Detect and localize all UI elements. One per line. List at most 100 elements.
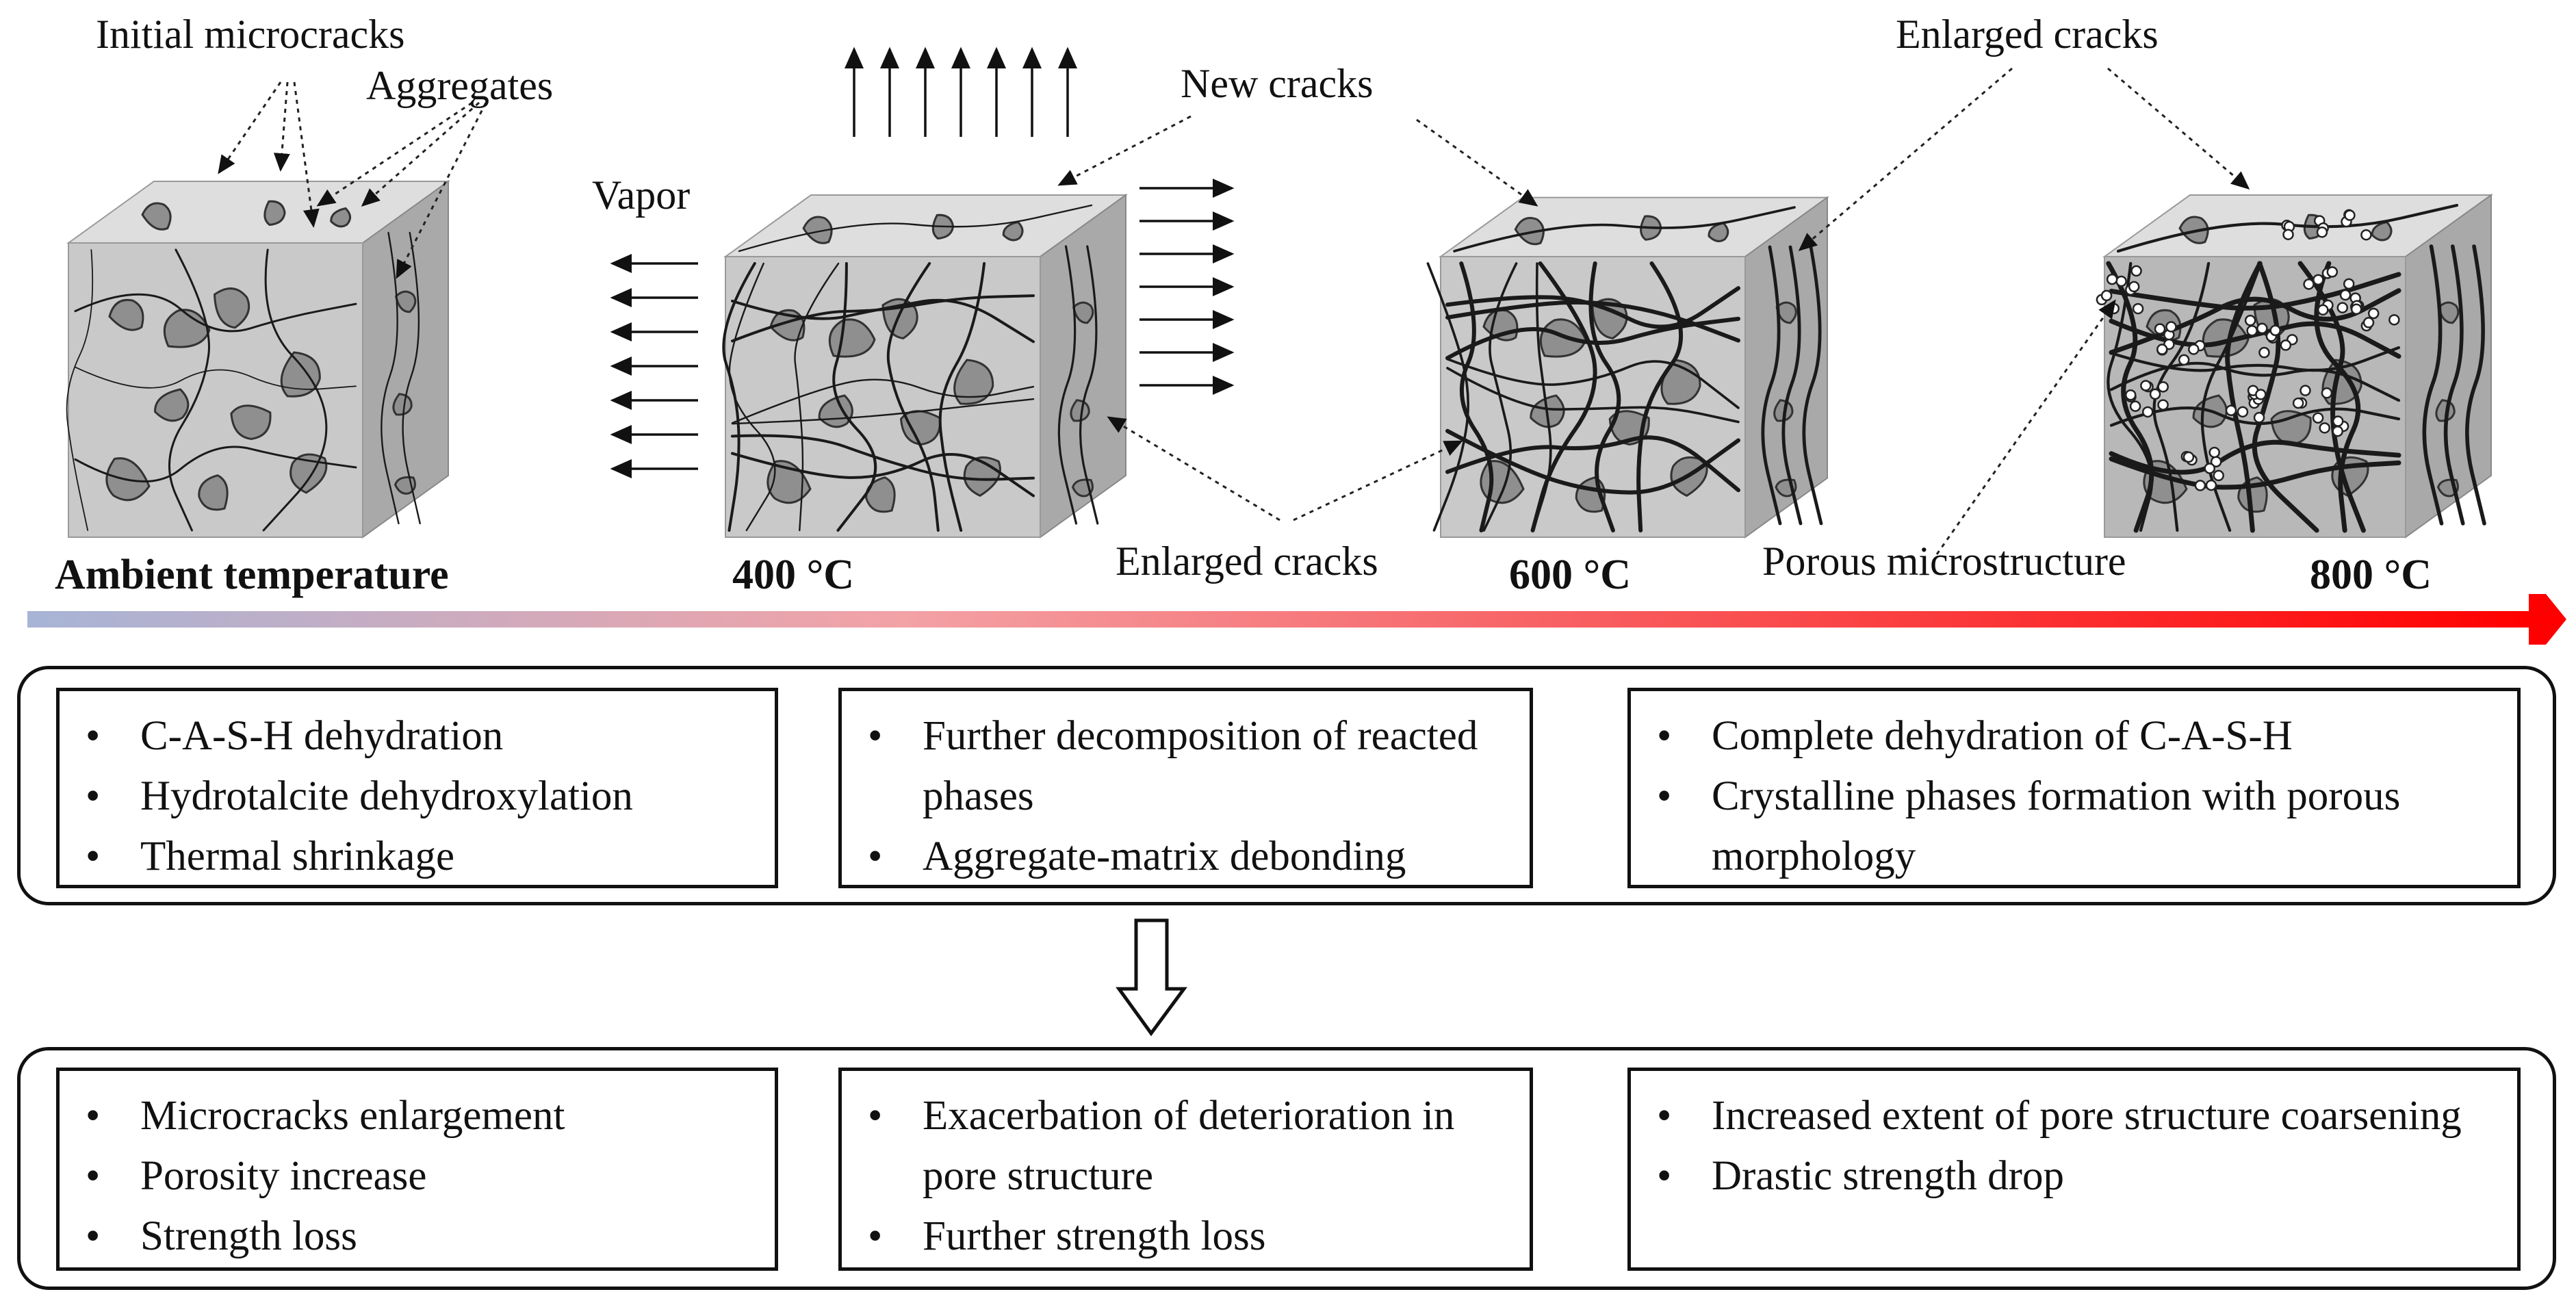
leader-porous bbox=[1935, 299, 2116, 555]
leader-aggregates-3 bbox=[396, 102, 487, 279]
crack-line bbox=[2297, 261, 2366, 533]
aggregate-particle bbox=[230, 404, 272, 440]
aggregate-particle bbox=[395, 290, 417, 313]
pore bbox=[2225, 404, 2237, 416]
crack-line bbox=[2109, 272, 2401, 311]
pore bbox=[2339, 289, 2352, 301]
crack-line bbox=[66, 249, 94, 531]
leader-new-cracks-1 bbox=[1057, 115, 1192, 186]
pore bbox=[2367, 307, 2380, 320]
pore bbox=[2336, 302, 2349, 313]
temperature-arrow-head bbox=[2529, 594, 2566, 645]
crack-line bbox=[794, 262, 840, 532]
crack-line bbox=[402, 231, 421, 525]
crack-line bbox=[1459, 261, 1494, 532]
crack-line bbox=[2109, 406, 2401, 427]
stage-label-600c: 600 °C bbox=[1509, 552, 1631, 598]
label-new-cracks: New cracks bbox=[1181, 61, 1374, 106]
crack-line bbox=[2225, 261, 2263, 533]
crack-line bbox=[731, 294, 1035, 343]
effect-list-1: Microcracks enlargementPorosity increase… bbox=[77, 1086, 761, 1267]
label-aggregates: Aggregates bbox=[366, 63, 553, 108]
crack-line bbox=[1588, 261, 1621, 532]
crack-line bbox=[262, 248, 328, 532]
pore bbox=[2258, 346, 2270, 359]
aggregate-particle bbox=[213, 287, 250, 329]
mechanism-item: C-A-S-H dehydration bbox=[77, 706, 761, 766]
aggregate-particle bbox=[263, 200, 286, 227]
cube-800c bbox=[2096, 194, 2494, 539]
aggregate-particle bbox=[108, 298, 144, 331]
pore bbox=[2312, 412, 2324, 424]
effects-panel bbox=[17, 1047, 2556, 1290]
pore bbox=[2208, 446, 2220, 458]
pore bbox=[2300, 385, 2311, 396]
crack-line bbox=[1532, 262, 1552, 532]
aggregate-particle bbox=[330, 207, 352, 228]
cube-400c bbox=[722, 194, 1129, 539]
pore bbox=[2344, 209, 2356, 221]
pore bbox=[2332, 415, 2344, 427]
mechanism-box-1: C-A-S-H dehydrationHydrotalcite dehydrox… bbox=[56, 688, 778, 888]
aggregate-particle bbox=[1708, 222, 1729, 242]
leader-enlarged-top-1 bbox=[1798, 67, 2013, 251]
crack-line bbox=[1446, 367, 1740, 424]
stage-label-ambient: Ambient temperature bbox=[55, 552, 449, 598]
effect-box-3: Increased extent of pore structure coars… bbox=[1627, 1068, 2521, 1271]
crack-line bbox=[731, 452, 1035, 498]
vapor-arrows-left bbox=[610, 254, 698, 478]
mechanisms-panel bbox=[17, 666, 2556, 905]
pore bbox=[2182, 451, 2195, 463]
effect-item: Drastic strength drop bbox=[1649, 1146, 2503, 1206]
crack-line bbox=[738, 204, 1093, 253]
pore bbox=[2130, 265, 2142, 277]
pore bbox=[2256, 322, 2268, 335]
effect-list-2: Exacerbation of deterioration in pore st… bbox=[860, 1086, 1516, 1267]
mechanism-list-1: C-A-S-H dehydrationHydrotalcite dehydrox… bbox=[77, 706, 761, 887]
pore bbox=[2317, 304, 2329, 316]
pore bbox=[2255, 389, 2267, 400]
mechanism-item: Complete dehydration of C-A-S-H bbox=[1649, 706, 2503, 766]
aggregate-particle bbox=[392, 393, 413, 416]
leader-aggregates-1 bbox=[316, 101, 473, 207]
cube-ambient bbox=[66, 180, 451, 539]
pore bbox=[2141, 406, 2154, 418]
crack-line bbox=[1761, 245, 1782, 526]
mechanism-item: Thermal shrinkage bbox=[77, 827, 761, 887]
crack-line bbox=[381, 231, 400, 525]
pore bbox=[2269, 324, 2281, 337]
crack-line bbox=[1079, 245, 1099, 525]
pore bbox=[2115, 275, 2127, 287]
crack-line bbox=[731, 434, 1035, 481]
pore bbox=[2154, 323, 2166, 335]
label-initial-microcracks: Initial microcracks bbox=[96, 12, 404, 57]
stage-label-400c: 400 °C bbox=[732, 552, 854, 598]
pore bbox=[2332, 425, 2343, 437]
crack-line bbox=[2109, 439, 2401, 475]
aggregate-particle bbox=[1070, 399, 1090, 422]
pore bbox=[2343, 278, 2355, 290]
pore bbox=[2108, 302, 2120, 315]
leader-initial-microcracks-2 bbox=[273, 81, 290, 172]
pore bbox=[2313, 274, 2324, 286]
crack-line bbox=[2465, 244, 2486, 526]
mechanism-box-2: Further decomposition of reacted phasesA… bbox=[838, 688, 1533, 888]
pore bbox=[2188, 344, 2200, 355]
crack-line bbox=[2443, 244, 2465, 526]
leader-new-cracks-2 bbox=[1416, 118, 1538, 207]
effect-item: Microcracks enlargement bbox=[77, 1086, 761, 1146]
crack-line bbox=[168, 248, 210, 532]
leader-initial-microcracks-1 bbox=[218, 81, 282, 175]
aggregate-particle bbox=[802, 216, 833, 244]
pore bbox=[2326, 266, 2339, 278]
pore bbox=[2316, 227, 2328, 238]
pore bbox=[2157, 381, 2169, 393]
pore bbox=[2156, 344, 2168, 355]
mechanism-item: Aggregate-matrix debonding bbox=[860, 827, 1516, 887]
crack-line bbox=[1446, 357, 1740, 409]
pore bbox=[2106, 273, 2118, 285]
mechanism-item: Further decomposition of reacted phases bbox=[860, 706, 1516, 827]
crack-line bbox=[1445, 316, 1740, 361]
crack-line bbox=[74, 293, 357, 333]
